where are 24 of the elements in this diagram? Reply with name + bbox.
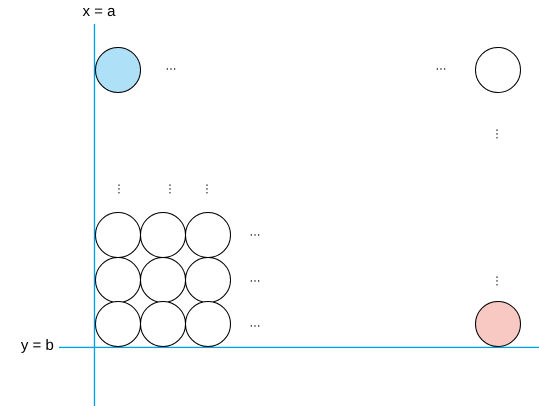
ellipsis: …: [250, 325, 260, 327]
circle: [140, 256, 186, 303]
circle: [95, 256, 141, 303]
circle: [475, 300, 521, 347]
circle: [140, 300, 186, 347]
circle: [95, 47, 141, 93]
ellipsis: …: [166, 68, 176, 70]
ellipsis: …: [436, 68, 446, 70]
ellipsis: ⋮: [206, 184, 208, 194]
ellipsis: …: [250, 234, 260, 236]
ellipsis: ⋮: [169, 184, 171, 194]
ellipsis: ⋮: [118, 184, 120, 194]
circle: [95, 212, 141, 258]
line-label: y = b: [20, 339, 54, 353]
ellipsis: ⋮: [496, 276, 498, 286]
circle: [475, 47, 521, 93]
circle: [185, 212, 231, 258]
circle: [140, 212, 186, 258]
ellipsis: …: [250, 280, 260, 282]
circle: [95, 300, 141, 347]
circle: [185, 256, 231, 303]
ellipsis: ⋮: [496, 130, 498, 138]
line-label: x = a: [82, 8, 116, 16]
circle: [185, 300, 231, 347]
